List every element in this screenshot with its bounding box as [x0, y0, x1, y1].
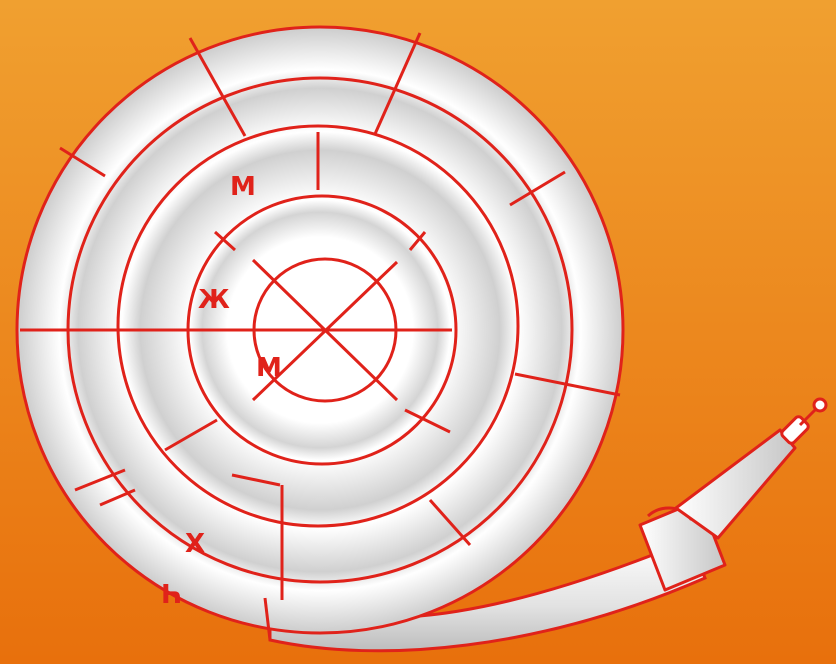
- letter-zh: Ж: [198, 285, 230, 315]
- letter-m-top: М: [230, 172, 256, 202]
- letter-kh: Х: [185, 529, 205, 559]
- letter-m-center: М: [256, 353, 282, 383]
- letter-ch: Ч: [161, 577, 182, 607]
